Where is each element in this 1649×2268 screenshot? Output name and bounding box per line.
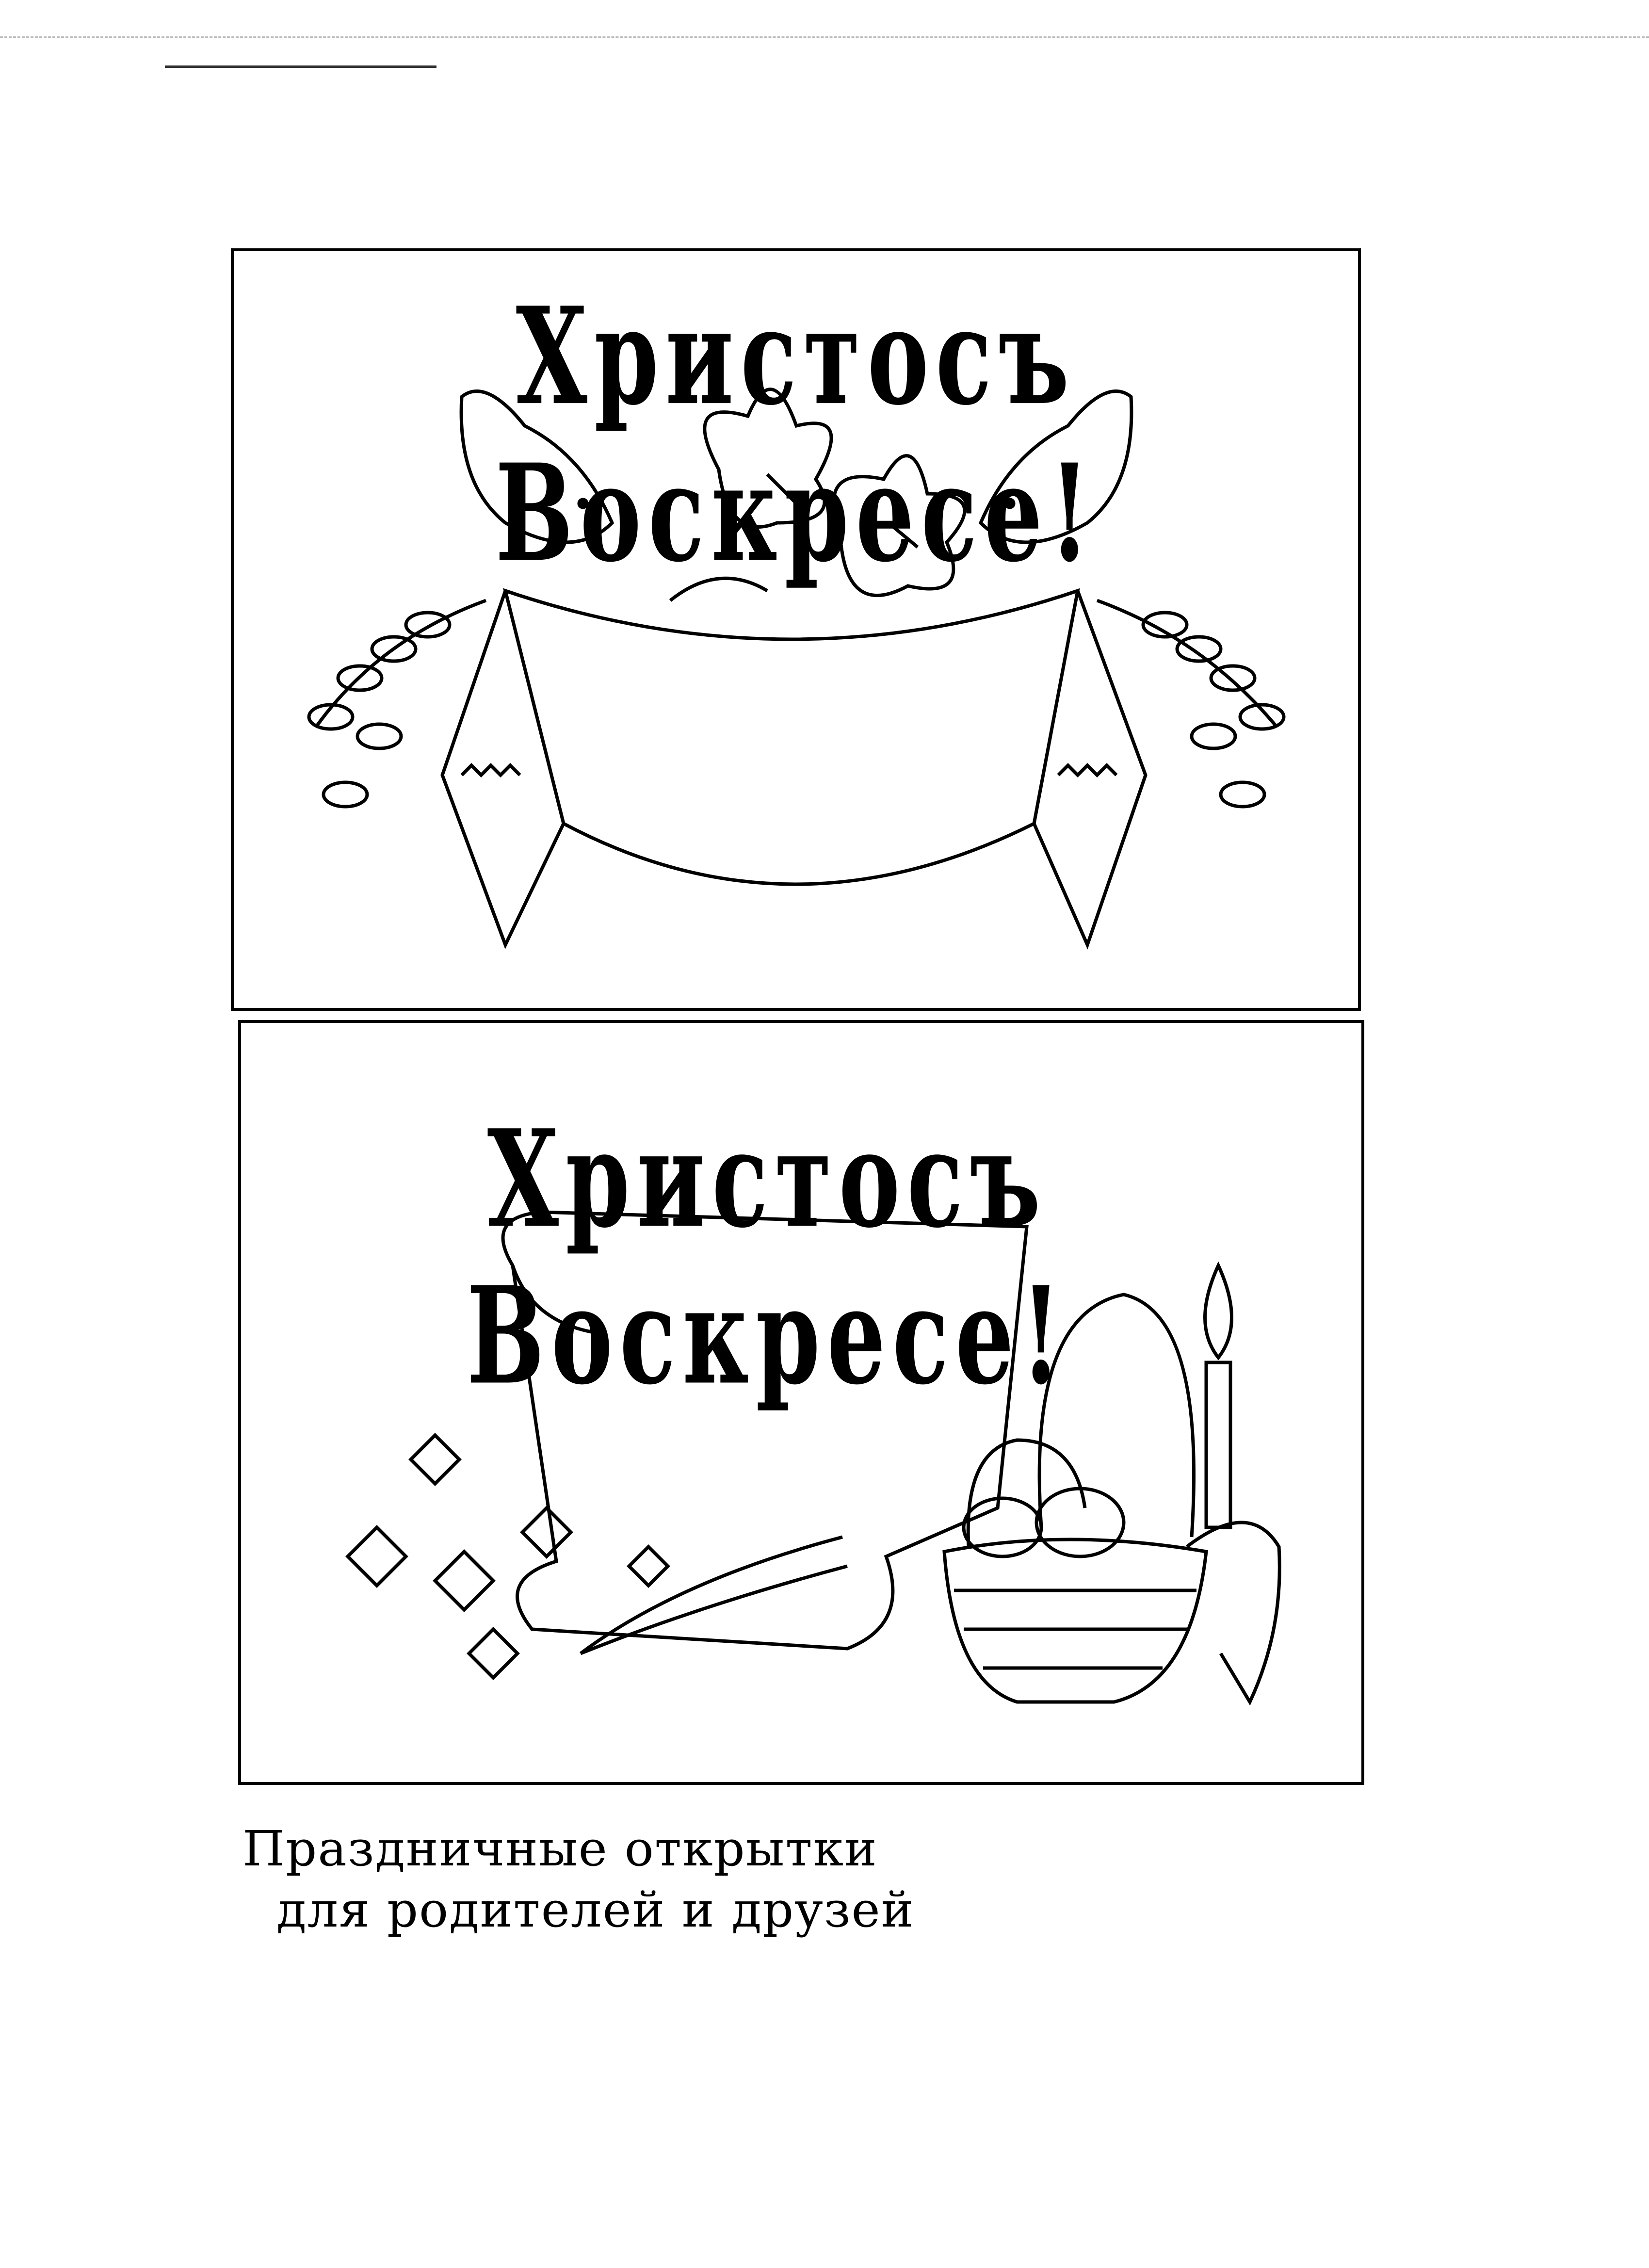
flower-bouquet-icon <box>345 1433 848 1680</box>
postcard-basket-scroll: Христосъ Воскресе! <box>238 1020 1364 1785</box>
easter-basket-icon <box>942 1293 1208 1704</box>
dove-left-icon <box>459 389 614 544</box>
caption-line-1: Праздничные открытки <box>242 1820 878 1877</box>
card-greeting: Христосъ Воскресе! <box>467 1101 1068 1414</box>
willow-branch-left-icon <box>307 599 487 809</box>
lily-flowers-icon <box>669 388 967 602</box>
scroll-icon <box>501 1210 1029 1651</box>
willow-branch-right-icon <box>1096 599 1286 809</box>
scan-artifact-line <box>0 36 1649 38</box>
kulich-cake-icon <box>966 1438 1087 1547</box>
scan-artifact-mark <box>165 65 436 68</box>
doves-lilies-illustration <box>307 388 1286 950</box>
candle-icon <box>1185 1261 1281 1706</box>
dove-right-icon <box>978 389 1133 544</box>
scroll-basket-illustration <box>345 1210 1281 1706</box>
ribbon-bow-icon <box>1185 1521 1281 1706</box>
towel-icon <box>503 588 1080 886</box>
card-greeting: Христосъ Воскресе! <box>495 278 1097 592</box>
postcard-doves-lilies: Христосъ Воскресе! <box>231 248 1361 1011</box>
caption-line-2: для родителей и друзей <box>276 1881 915 1938</box>
